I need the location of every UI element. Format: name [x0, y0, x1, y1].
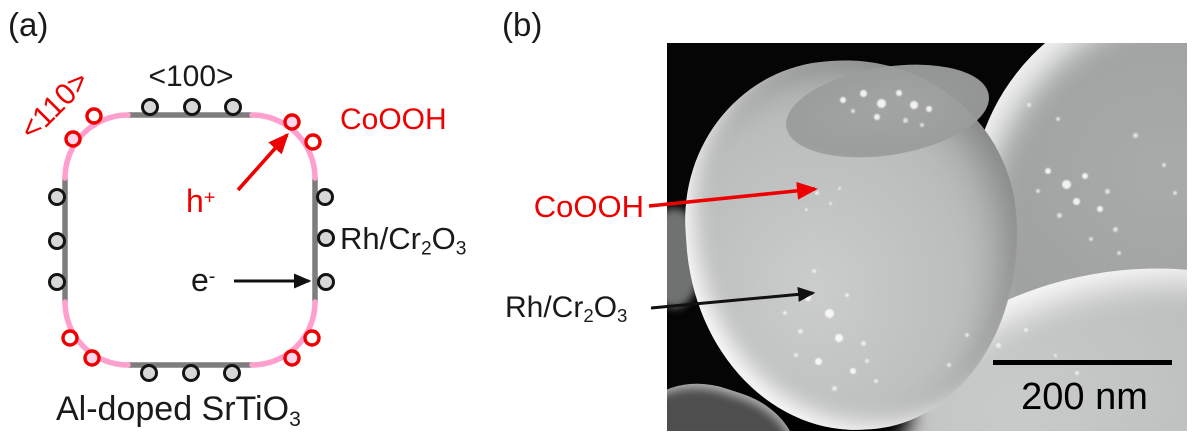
sem-nanoparticle-dot [920, 123, 924, 127]
coooh-site [304, 133, 322, 151]
hole-label: h+ [186, 183, 216, 219]
sem-nanoparticle-dot [1045, 168, 1051, 174]
sem-nanoparticle-dot [845, 293, 849, 297]
sem-nanoparticle-dot [814, 357, 822, 365]
sem-nanoparticle-dot [835, 334, 843, 342]
rhcr2o3-site [48, 232, 66, 250]
sem-nanoparticle-dot [874, 379, 878, 383]
rhcr2o3-site [183, 98, 201, 116]
coooh-label-a: CoOOH [340, 103, 447, 136]
rhcr2o3-site [48, 188, 66, 206]
sem-nanoparticle-dot [1173, 191, 1177, 195]
sem-nanoparticle-dot [1162, 163, 1166, 167]
corner-arc-top-right [249, 112, 318, 181]
sem-nanoparticle-dot [926, 106, 932, 112]
corner-arc-bottom-right [249, 299, 318, 368]
rhcr2o3-site [182, 364, 200, 382]
scale-bar [993, 360, 1172, 365]
sem-nanoparticle-dot [1082, 173, 1088, 179]
sem-nanoparticle-dot [840, 97, 846, 103]
sem-nanoparticle-dot [1075, 371, 1079, 375]
sem-nanoparticle-dot [1097, 206, 1103, 212]
sem-nanoparticle-dot [815, 191, 819, 195]
rhcr2o3-site [223, 364, 241, 382]
rhcr2o3-site [317, 229, 335, 247]
substrate-label: Al-doped SrTiO3 [56, 390, 301, 431]
sem-nanoparticle-dot [828, 201, 832, 205]
sem-nanoparticle-dot [824, 308, 834, 318]
sem-nanoparticle-dot [1024, 328, 1028, 332]
sem-nanoparticle-dot [860, 340, 866, 346]
corner-arc-bottom-left [62, 299, 131, 368]
sem-nanoparticle-dot [1061, 179, 1071, 189]
corner-arc-top-left [62, 112, 131, 181]
sem-nanoparticle-dot [1117, 251, 1121, 255]
rhcr2o3-label-b: Rh/Cr2O3 [505, 291, 628, 327]
rhcr2o3-site [140, 364, 158, 382]
rhcr2o3-site [48, 273, 66, 291]
facet-110-label: <110> [13, 64, 96, 147]
sem-nanoparticle-dot [859, 89, 867, 97]
sem-nanoparticle-dot [910, 101, 918, 109]
facet-100-label: <100> [148, 60, 234, 93]
sem-nanoparticle-dot [896, 90, 902, 96]
sem-nanoparticle-dot [837, 186, 841, 190]
sem-nanoparticle-dot [851, 109, 855, 113]
sem-nanoparticle-dot [804, 207, 808, 211]
coooh-site [61, 329, 79, 347]
sem-nanoparticle-dot [947, 363, 951, 367]
coooh-site [283, 349, 301, 367]
sem-nanoparticle-dot [902, 117, 908, 123]
sem-nanoparticle-dot [1036, 189, 1040, 193]
cocatalyst-sites [48, 98, 335, 382]
sem-nanoparticle-dot [1089, 237, 1093, 241]
panel-b-label: (b) [502, 6, 543, 43]
sem-nanoparticle-dot [865, 359, 869, 363]
sem-nanoparticle-dot [850, 368, 856, 374]
rhcr2o3-site [317, 273, 335, 291]
sem-nanoparticle-dot [794, 353, 798, 357]
sem-nanoparticle-dot [812, 269, 816, 273]
coooh-site [303, 329, 321, 347]
sem-nanoparticle-dot [876, 98, 886, 108]
coooh-site [283, 113, 301, 131]
sem-nanoparticle-dot [783, 311, 787, 315]
sem-nanoparticle-dot [874, 114, 880, 120]
coooh-site [83, 349, 101, 367]
sem-nanoparticle-dot [995, 342, 1001, 348]
sem-nanoparticle-dot [1027, 103, 1031, 107]
coooh-label-b: CoOOH [533, 189, 644, 224]
sem-nanoparticle-dot [1053, 353, 1057, 357]
electron-label: e- [191, 262, 216, 298]
rhcr2o3-site [141, 98, 159, 116]
coooh-site [85, 107, 103, 125]
sem-nanoparticle-dot [965, 333, 969, 337]
sem-nanoparticle-dot [1072, 197, 1080, 205]
sem-nanoparticle-dot [1056, 212, 1062, 218]
sem-nanoparticle-dot [831, 385, 837, 391]
sem-nanoparticle-dot [1104, 188, 1110, 194]
scale-bar-label: 200 nm [1021, 376, 1148, 418]
sem-micrograph: 200 nm [667, 43, 1187, 431]
sem-nanoparticle-dot [1112, 226, 1118, 232]
panel-a-label: (a) [8, 6, 49, 43]
sem-nanoparticle-dot [1056, 117, 1060, 121]
coooh-site [64, 130, 82, 148]
rhcr2o3-site [224, 98, 242, 116]
hole-arrow [236, 132, 289, 192]
sem-cocatalyst-dots [667, 43, 1187, 431]
sem-nanoparticle-dot [797, 328, 803, 334]
rhcr2o3-label-a: Rh/Cr2O3 [340, 221, 467, 260]
rhcr2o3-site [316, 188, 334, 206]
sem-nanoparticle-dot [805, 295, 811, 301]
sem-nanoparticle-dot [1132, 132, 1138, 138]
